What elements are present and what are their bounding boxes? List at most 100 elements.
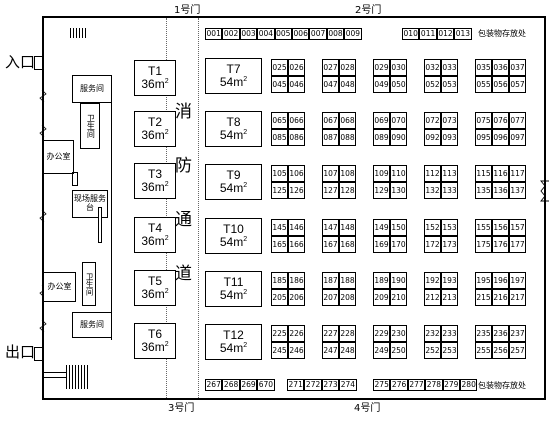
booth-t2[interactable]: T2 36m2 — [134, 111, 176, 147]
booth-t6[interactable]: T6 36m2 — [134, 323, 176, 359]
booth-cell[interactable]: 132 — [424, 182, 441, 199]
booth-cell[interactable]: 225 — [271, 325, 288, 342]
booth-cell[interactable]: 057 — [509, 76, 526, 93]
booth-cell[interactable]: 272 — [304, 379, 322, 391]
booth-cell[interactable]: 003 — [239, 28, 258, 40]
booth-cell[interactable]: 033 — [441, 59, 458, 76]
booth-cell[interactable]: 176 — [492, 236, 509, 253]
booth-cell[interactable]: 129 — [373, 182, 390, 199]
booth-cell[interactable]: 273 — [321, 379, 340, 391]
booth-cell[interactable]: 116 — [492, 165, 509, 182]
booth-cell[interactable]: 149 — [373, 219, 390, 236]
booth-cell[interactable]: 192 — [424, 272, 441, 289]
booth-cell[interactable]: 068 — [339, 112, 356, 129]
booth-cell[interactable]: 049 — [373, 76, 390, 93]
booth-cell[interactable]: 212 — [424, 289, 441, 306]
booth-cell[interactable]: 172 — [424, 236, 441, 253]
booth-cell[interactable]: 155 — [475, 219, 492, 236]
booth-cell[interactable]: 093 — [441, 129, 458, 146]
booth-cell[interactable]: 197 — [509, 272, 526, 289]
booth-cell[interactable]: 217 — [509, 289, 526, 306]
booth-cell[interactable]: 110 — [390, 165, 407, 182]
booth-cell[interactable]: 166 — [288, 236, 305, 253]
booth-cell[interactable]: 026 — [288, 59, 305, 76]
booth-cell[interactable]: 188 — [339, 272, 356, 289]
booth-cell[interactable]: 076 — [492, 112, 509, 129]
booth-cell[interactable]: 189 — [373, 272, 390, 289]
booth-cell[interactable]: 047 — [322, 76, 339, 93]
booth-t4[interactable]: T4 36m2 — [134, 217, 176, 253]
booth-cell[interactable]: 065 — [271, 112, 288, 129]
booth-cell[interactable]: 045 — [271, 76, 288, 93]
booth-cell[interactable]: 105 — [271, 165, 288, 182]
booth-cell[interactable]: 028 — [339, 59, 356, 76]
booth-cell[interactable]: 136 — [492, 182, 509, 199]
booth-cell[interactable]: 001 — [205, 28, 223, 40]
booth-cell[interactable]: 278 — [425, 379, 443, 391]
booth-cell[interactable]: 012 — [436, 28, 455, 40]
booth-cell[interactable]: 096 — [492, 129, 509, 146]
booth-cell[interactable]: 206 — [288, 289, 305, 306]
booth-cell[interactable]: 247 — [322, 342, 339, 359]
booth-cell[interactable]: 113 — [441, 165, 458, 182]
booth-cell[interactable]: 196 — [492, 272, 509, 289]
booth-cell[interactable]: 153 — [441, 219, 458, 236]
booth-cell[interactable]: 187 — [322, 272, 339, 289]
booth-cell[interactable]: 269 — [239, 379, 258, 391]
booth-cell[interactable]: 069 — [373, 112, 390, 129]
booth-cell[interactable]: 246 — [288, 342, 305, 359]
booth-cell[interactable]: 036 — [492, 59, 509, 76]
booth-t3[interactable]: T3 36m2 — [134, 163, 176, 199]
booth-cell[interactable]: 135 — [475, 182, 492, 199]
booth-cell[interactable]: 027 — [322, 59, 339, 76]
booth-cell[interactable]: 190 — [390, 272, 407, 289]
booth-cell[interactable]: 010 — [402, 28, 420, 40]
booth-cell[interactable]: 195 — [475, 272, 492, 289]
booth-t12[interactable]: T12 54m2 — [205, 324, 262, 360]
booth-cell[interactable]: 168 — [339, 236, 356, 253]
booth-cell[interactable]: 005 — [274, 28, 292, 40]
booth-t10[interactable]: T10 54m2 — [205, 218, 262, 254]
booth-cell[interactable]: 233 — [441, 325, 458, 342]
booth-cell[interactable]: 106 — [288, 165, 305, 182]
booth-cell[interactable]: 052 — [424, 76, 441, 93]
booth-cell[interactable]: 077 — [509, 112, 526, 129]
booth-cell[interactable]: 117 — [509, 165, 526, 182]
booth-cell[interactable]: 109 — [373, 165, 390, 182]
booth-cell[interactable]: 126 — [288, 182, 305, 199]
booth-cell[interactable]: 205 — [271, 289, 288, 306]
booth-cell[interactable]: 186 — [288, 272, 305, 289]
booth-cell[interactable]: 128 — [339, 182, 356, 199]
booth-t5[interactable]: T5 36m2 — [134, 270, 176, 306]
booth-cell[interactable]: 670 — [257, 379, 275, 391]
booth-cell[interactable]: 130 — [390, 182, 407, 199]
booth-cell[interactable]: 088 — [339, 129, 356, 146]
booth-cell[interactable]: 030 — [390, 59, 407, 76]
booth-cell[interactable]: 046 — [288, 76, 305, 93]
booth-t1[interactable]: T1 36m2 — [134, 60, 176, 96]
booth-cell[interactable]: 073 — [441, 112, 458, 129]
booth-cell[interactable]: 257 — [509, 342, 526, 359]
booth-cell[interactable]: 115 — [475, 165, 492, 182]
booth-cell[interactable]: 167 — [322, 236, 339, 253]
booth-cell[interactable]: 216 — [492, 289, 509, 306]
booth-cell[interactable]: 245 — [271, 342, 288, 359]
booth-t11[interactable]: T11 54m2 — [205, 271, 262, 307]
booth-cell[interactable]: 095 — [475, 129, 492, 146]
booth-cell[interactable]: 213 — [441, 289, 458, 306]
booth-cell[interactable]: 125 — [271, 182, 288, 199]
booth-cell[interactable]: 035 — [475, 59, 492, 76]
booth-cell[interactable]: 048 — [339, 76, 356, 93]
booth-cell[interactable]: 011 — [419, 28, 437, 40]
booth-cell[interactable]: 193 — [441, 272, 458, 289]
booth-cell[interactable]: 072 — [424, 112, 441, 129]
booth-cell[interactable]: 208 — [339, 289, 356, 306]
booth-cell[interactable]: 133 — [441, 182, 458, 199]
booth-cell[interactable]: 248 — [339, 342, 356, 359]
booth-cell[interactable]: 070 — [390, 112, 407, 129]
booth-t8[interactable]: T8 54m2 — [205, 111, 262, 147]
booth-cell[interactable]: 007 — [309, 28, 327, 40]
booth-cell[interactable]: 237 — [509, 325, 526, 342]
booth-cell[interactable]: 249 — [373, 342, 390, 359]
booth-cell[interactable]: 013 — [454, 28, 472, 40]
